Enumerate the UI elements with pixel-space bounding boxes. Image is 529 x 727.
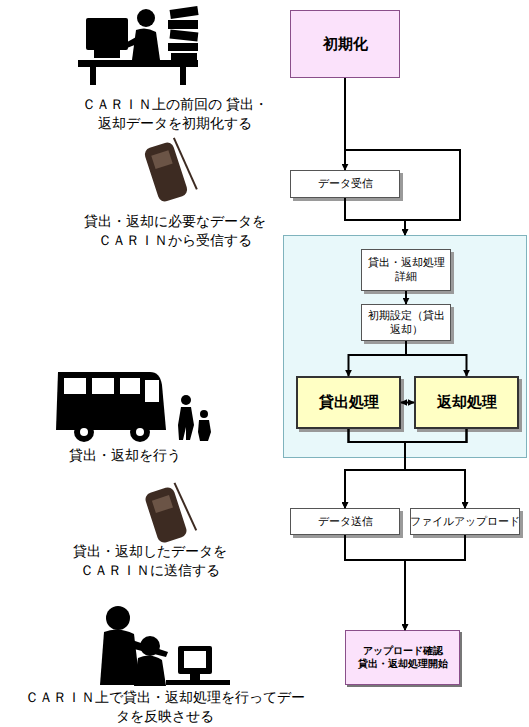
caption-text: 貸出・返却を行う <box>50 446 200 465</box>
handheld-device-illustration <box>143 481 197 544</box>
flow-arrow <box>405 535 465 630</box>
process-box: 貸出・返却処理 詳細 <box>361 249 451 291</box>
node-label: 返却処理 <box>437 393 497 412</box>
node-label: 初期設定（貸出 返却） <box>362 309 450 337</box>
caption-text: ＣＡＲＩＮ上で貸出・返却処理を行ってデー タを反映させる <box>10 688 320 726</box>
node-label: 貸出・返却処理 詳細 <box>362 256 450 284</box>
flow-arrow <box>344 78 346 170</box>
handheld-device-illustration <box>142 136 197 203</box>
node-label: ファイルアップロード <box>410 515 520 529</box>
caption-text: 貸出・返却したデータを ＣＡＲＩＮに送信する <box>50 542 250 580</box>
node-label: データ送信 <box>318 515 373 529</box>
main-process-box: 返却処理 <box>414 376 519 429</box>
librarian-illustration <box>78 6 199 85</box>
process-box: データ受信 <box>290 170 400 198</box>
node-label: データ受信 <box>318 177 373 191</box>
process-box: ファイルアップロード <box>410 508 520 535</box>
process-box: 初期設定（貸出 返却） <box>361 304 451 341</box>
caption-text: 貸出・返却に必要なデータを ＣＡＲＩＮから受信する <box>65 212 285 250</box>
caption-text: ＣＡＲＩＮ上の前回の 貸出・返却データを初期化する <box>65 95 285 133</box>
end-box: アップロード確認 貸出・返却処理開始 <box>345 630 460 685</box>
start-box: 初期化 <box>290 10 400 78</box>
flow-arrow <box>345 535 405 630</box>
node-label: アップロード確認 貸出・返却処理開始 <box>346 645 459 670</box>
group-band: 貸出・返却処理 詳細初期設定（貸出 返却） 貸出処理 返却処理 <box>283 235 527 458</box>
operators-illustration <box>100 606 230 686</box>
node-label: 貸出処理 <box>319 393 379 412</box>
node-label: 初期化 <box>323 35 368 54</box>
flow-arrow <box>345 198 405 235</box>
process-box: データ送信 <box>290 508 400 535</box>
flow-arrow <box>345 78 460 235</box>
main-process-box: 貸出処理 <box>296 376 401 429</box>
mobile-library-bus-illustration <box>56 372 211 442</box>
